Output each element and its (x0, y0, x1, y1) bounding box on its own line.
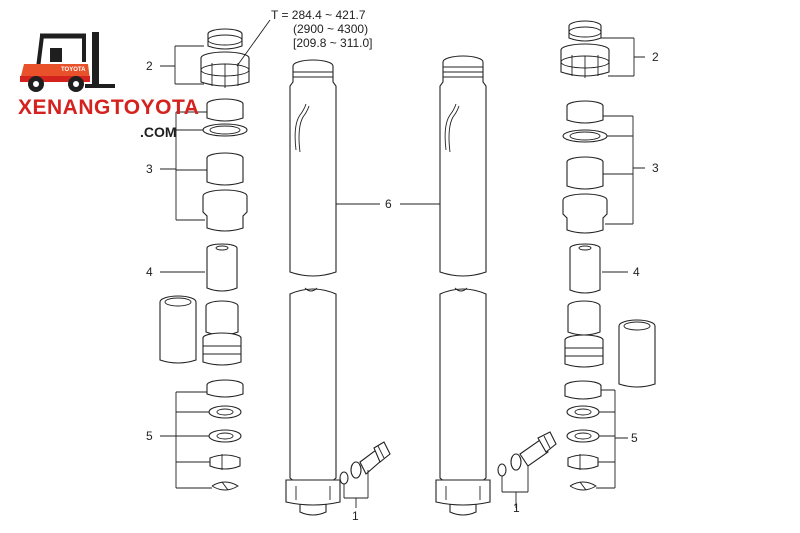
forklift-badge-label: TOYOTA (61, 67, 86, 73)
left-valve-body (202, 300, 242, 366)
left-nut-part-2 (200, 28, 250, 88)
forklift-logo-icon (20, 32, 115, 92)
callout-right-2: 2 (652, 50, 659, 64)
callout-left-2: 2 (146, 59, 153, 73)
brand-domain: .COM (140, 124, 177, 140)
right-valve-body (564, 300, 604, 368)
torque-spec: T = 284.4 ~ 421.7 (2900 ~ 4300) [209.8 ~… (271, 8, 373, 50)
right-cylinder-tube (435, 55, 491, 516)
right-bushing-part-3 (562, 100, 608, 234)
callout-6: 6 (385, 197, 392, 211)
torque-spec-line-3: [209.8 ~ 311.0] (293, 36, 373, 50)
left-rings-part-5 (206, 379, 244, 491)
callout-1-left: 1 (352, 509, 359, 523)
left-sleeve (159, 295, 197, 364)
callout-left-3: 3 (146, 162, 153, 176)
right-rings-part-5 (564, 380, 602, 491)
callout-right-5: 5 (631, 431, 638, 445)
left-bushing-part-3 (202, 98, 248, 232)
callout-left-5: 5 (146, 429, 153, 443)
left-cylinder-tube (285, 59, 341, 516)
callout-left-4: 4 (146, 265, 153, 279)
right-sleeve (618, 319, 656, 388)
right-parts-stack (560, 20, 656, 491)
left-check-valve-part-1 (339, 441, 391, 485)
left-parts-stack (159, 28, 250, 491)
callout-right-4: 4 (633, 265, 640, 279)
right-nut-part-2 (560, 20, 610, 78)
torque-spec-line-1: T = 284.4 ~ 421.7 (271, 8, 366, 22)
torque-spec-line-2: (2900 ~ 4300) (293, 22, 369, 36)
brand-name: XENANGTOYOTA (18, 96, 200, 119)
right-check-valve-part-1 (497, 431, 557, 477)
left-piston-part-4 (206, 243, 238, 292)
leader-lines (160, 19, 645, 508)
callout-right-3: 3 (652, 161, 659, 175)
callout-1-right: 1 (513, 501, 520, 515)
right-piston-part-4 (569, 243, 601, 294)
